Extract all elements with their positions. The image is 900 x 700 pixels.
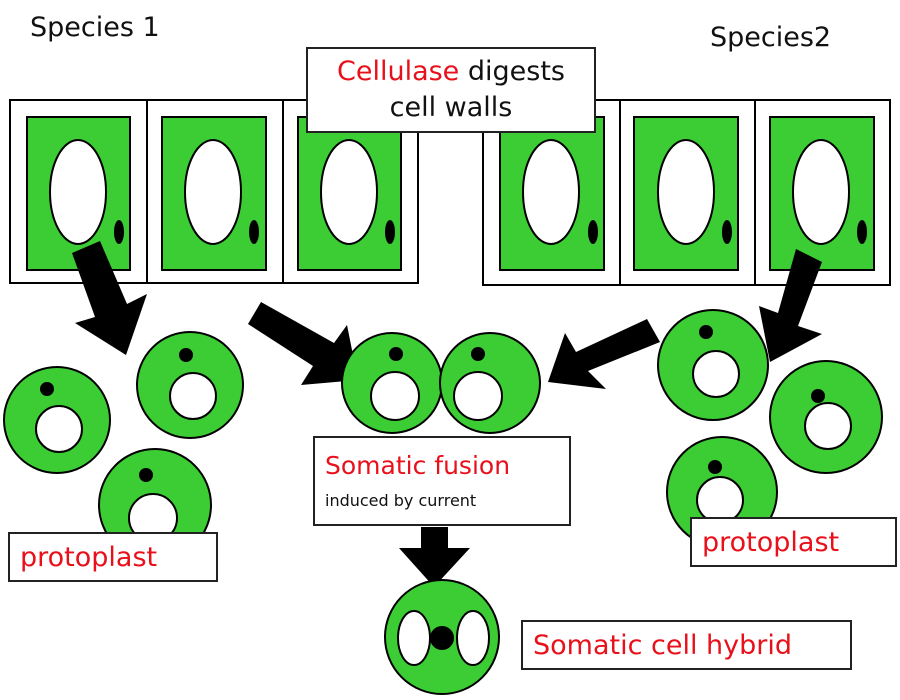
enzyme-action: digests [459,56,565,87]
arrow-down-right-to-protoplasts [759,249,822,362]
cellulase-note: Cellulase digests cell walls [306,47,596,133]
protoplast-label-left-text: protoplast [20,541,158,573]
walled-cell [146,99,284,284]
arrow-right-into-fusion [548,319,660,389]
somatic-cell-hybrid-label: Somatic cell hybrid [521,620,852,670]
somatic-fusion-note: Somatic fusion induced by current [313,436,571,526]
protoplast-cell [3,366,111,474]
fusing-protoplasts [341,332,541,434]
protoplast-cell [136,331,244,439]
arrow-down-to-hybrid [399,527,470,587]
protoplast-cell [769,360,883,474]
protoplast-cell [657,309,769,421]
cellulase-note-line-2: cell walls [389,92,513,123]
cellulase-note-line-1: Cellulase digests [337,54,565,90]
somatic-cell-hybrid-text: Somatic cell hybrid [533,629,793,661]
protoplast-label-right-text: protoplast [702,526,840,558]
species-2-label: Species2 [710,22,832,53]
somatic-fusion-title: Somatic fusion [325,451,511,480]
protoplast-label-left: protoplast [8,532,218,582]
walled-cell [754,99,891,286]
arrows [72,241,822,587]
species-1-label: Species 1 [30,12,160,43]
arrow-down-left-to-protoplasts [72,241,147,355]
somatic-hybrid-cell [384,579,500,695]
walled-cell [9,99,148,284]
somatic-fusion-subtitle: induced by current [325,491,477,510]
protoplast-label-right: protoplast [690,517,897,567]
arrow-left-into-fusion [248,302,358,385]
walled-cell [619,99,756,286]
species-1-protoplasts [3,331,244,562]
enzyme-name: Cellulase [336,56,460,87]
species-2-protoplasts [657,309,883,548]
